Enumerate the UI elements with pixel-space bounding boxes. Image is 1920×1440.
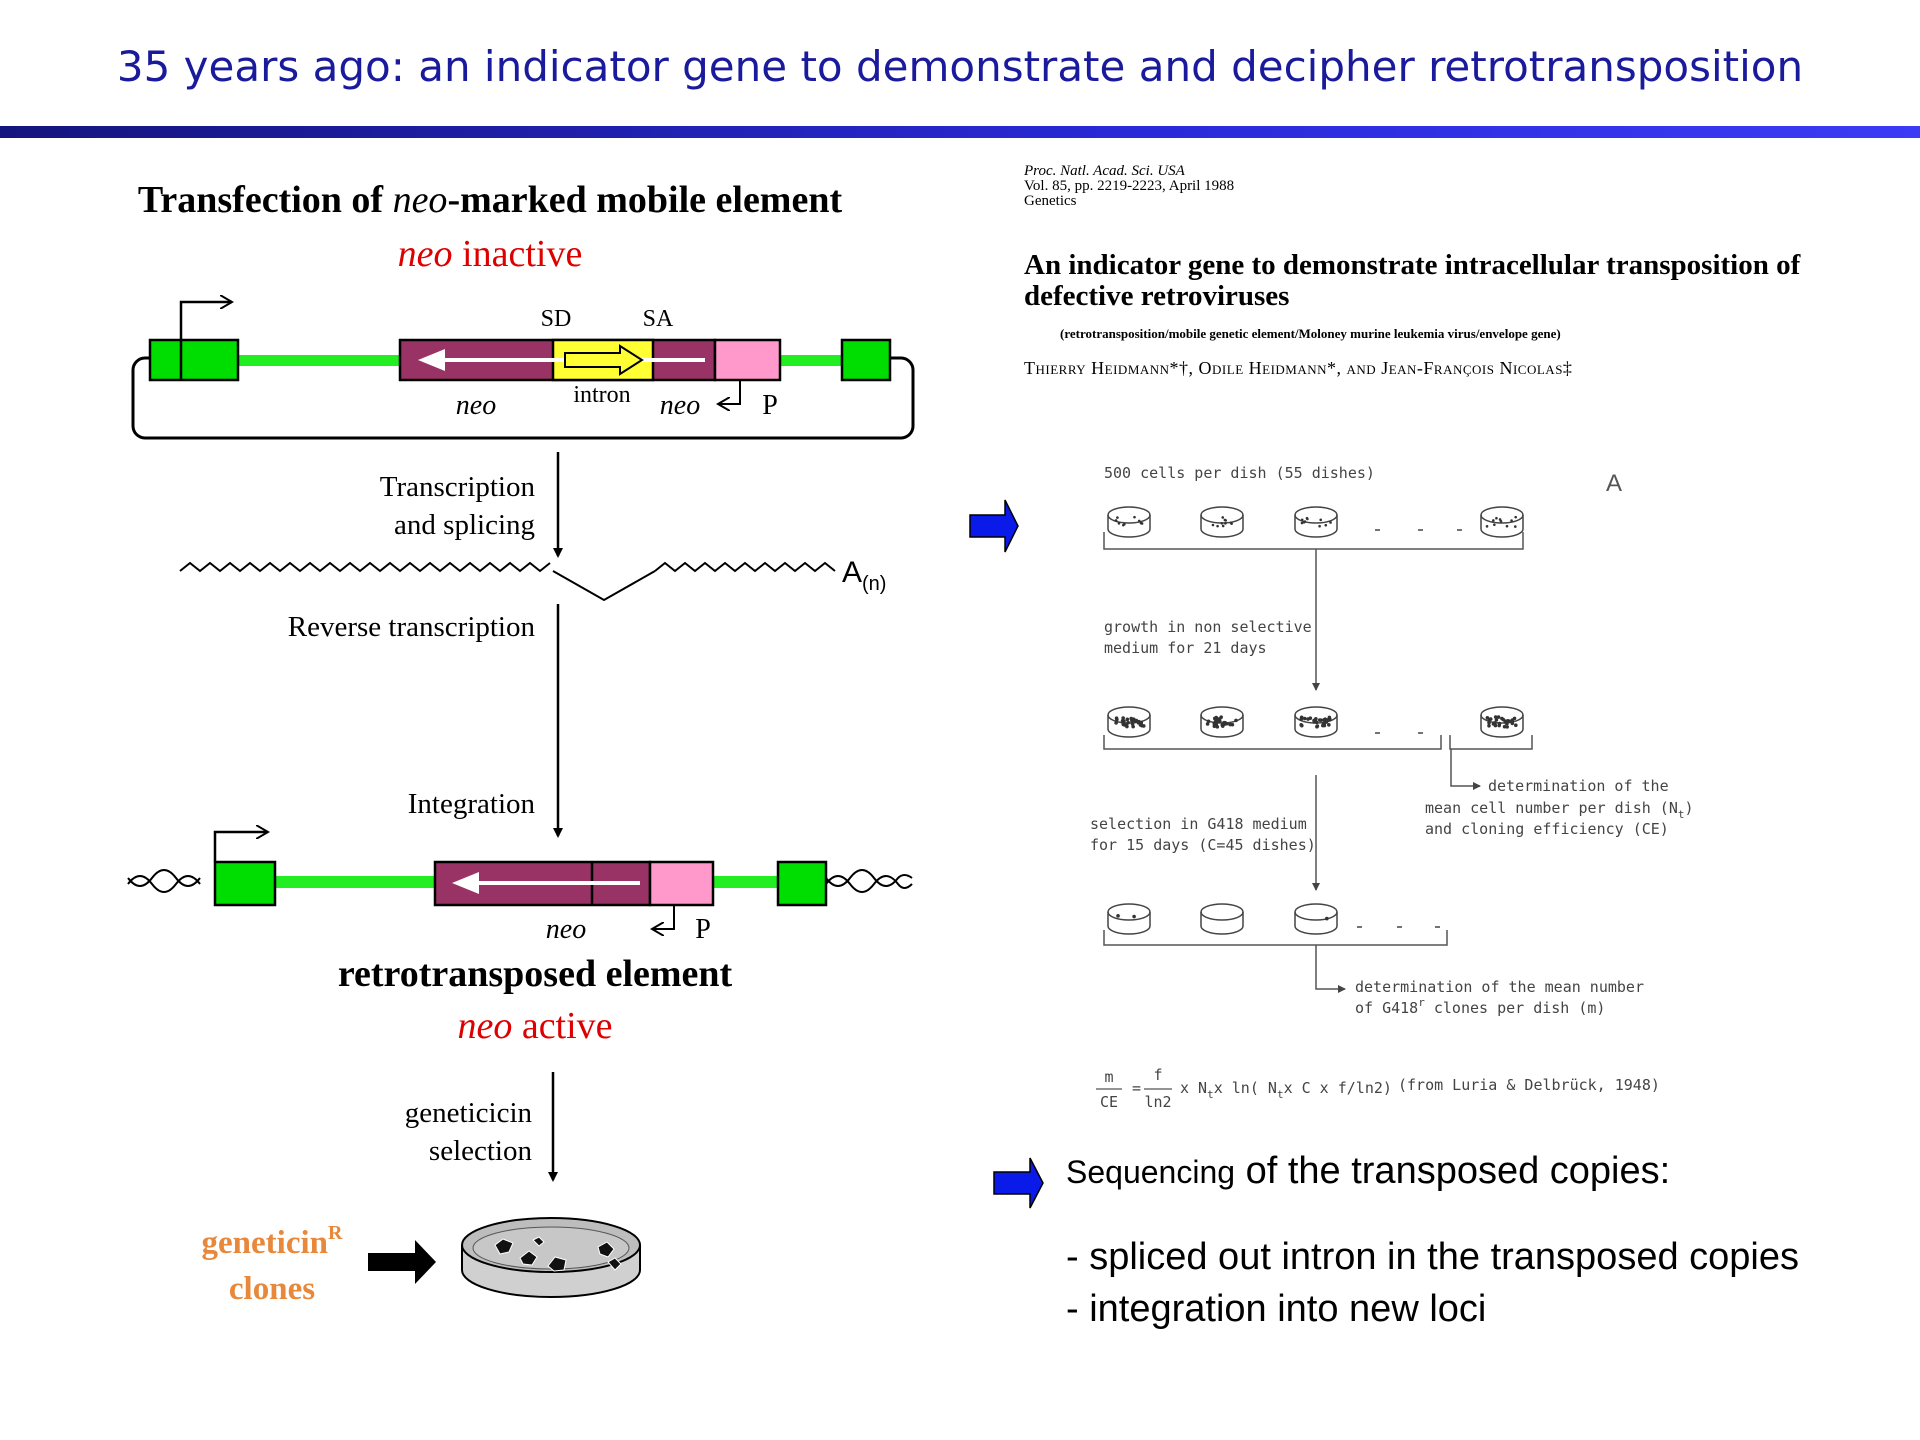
petri-dish-icon xyxy=(1480,506,1524,538)
petri-dish-icon xyxy=(1294,506,1338,538)
neo-label-integrated: neo xyxy=(546,914,586,945)
dish-row-selected xyxy=(1107,903,1440,935)
ltr-box-right-integrated xyxy=(776,860,828,907)
plasmid-construct xyxy=(131,302,915,440)
formula-ce: CE xyxy=(1100,1093,1118,1111)
ltr-box-left-integrated xyxy=(213,860,277,907)
paper-journal: Proc. Natl. Acad. Sci. USA xyxy=(1024,163,1185,179)
sequencing-pointer-arrow-icon xyxy=(993,1157,1044,1209)
growth-label-1: growth in non selective xyxy=(1104,618,1312,636)
integration-label: Integration xyxy=(408,788,536,820)
paper-volume: Vol. 85, pp. 2219-2223, April 1988 xyxy=(1024,178,1235,194)
figure-pointer-arrow-icon xyxy=(969,499,1019,553)
paper-citation: Proc. Natl. Acad. Sci. USA Vol. 85, pp. … xyxy=(1024,164,1234,209)
clones-label: geneticinR xyxy=(202,1222,343,1261)
dish-row-initial xyxy=(1107,506,1524,538)
petri-dish-icon xyxy=(1480,706,1524,738)
paper-section: Genetics xyxy=(1024,193,1077,209)
transcription-label-1: Transcription xyxy=(380,471,536,503)
dish-row-grown xyxy=(1107,706,1524,738)
mean-number-label-1: determination of the mean number xyxy=(1355,978,1644,996)
selection-g418-label-1: selection in G418 medium xyxy=(1090,815,1307,833)
promoter-box-integrated xyxy=(648,860,715,907)
paper-title: An indicator gene to demonstrate intrace… xyxy=(1024,249,1801,312)
selection-g418-label-2: for 15 days (C=45 dishes) xyxy=(1090,836,1316,854)
neo-direction-arrow-integrated-icon xyxy=(452,872,479,894)
transcription-label-2: and splicing xyxy=(394,509,535,541)
p-promoter-arrow-integrated-icon xyxy=(652,905,675,929)
petri-dish-icon xyxy=(1200,506,1244,538)
formula-rest: x Ntx ln( Ntx C x f/ln2) xyxy=(1180,1079,1392,1101)
petri-dish-icon xyxy=(1107,506,1151,538)
neo-label-left: neo xyxy=(456,390,496,421)
growth-label-2: medium for 21 days xyxy=(1104,639,1267,657)
paper-authors: Thierry Heidmann*†, Odile Heidmann*, and… xyxy=(1024,358,1573,378)
ltr-box-left xyxy=(148,338,240,382)
retrotransposed-heading: retrotransposed element xyxy=(338,953,733,995)
slide-title: 35 years ago: an indicator gene to demon… xyxy=(116,42,1804,91)
formula-f: f xyxy=(1153,1066,1162,1084)
formula-equals: = xyxy=(1132,1079,1141,1097)
p-promoter-arrow-icon xyxy=(718,380,741,404)
petri-dish-icon xyxy=(1200,903,1244,935)
sd-label: SD xyxy=(541,306,572,332)
neo-inactive-label: neo inactive xyxy=(398,233,583,275)
p-label-integrated: P xyxy=(695,914,711,945)
formula-ln2: ln2 xyxy=(1144,1093,1171,1111)
paper-keywords: (retrotransposition/mobile genetic eleme… xyxy=(1060,326,1561,341)
ltr-box-right xyxy=(840,338,892,382)
clones-arrow-icon xyxy=(368,1240,436,1284)
sequencing-findings: Sequencing of the transposed copies: - s… xyxy=(1066,1150,1799,1335)
petri-dish-icon xyxy=(1294,706,1338,738)
spliced-rna xyxy=(179,561,836,602)
integrated-element xyxy=(127,832,913,929)
intron-arrow-icon xyxy=(564,344,644,376)
selection-label-2: selection xyxy=(429,1135,533,1167)
petri-dish-icon xyxy=(1294,903,1338,935)
polya-label: A(n) xyxy=(842,556,886,595)
sa-label: SA xyxy=(643,306,674,332)
formula-reference: (from Luria & Delbrück, 1948) xyxy=(1398,1076,1660,1094)
reverse-transcription-label: Reverse transcription xyxy=(288,611,536,643)
formula-m: m xyxy=(1104,1068,1113,1086)
genomic-dna-left xyxy=(127,869,201,893)
promoter-arrow-integrated-icon xyxy=(213,832,268,862)
mean-number-label-2: of G418r clones per dish (m) xyxy=(1355,996,1605,1017)
petri-dish-clones xyxy=(461,1217,641,1298)
luria-delbruck-figure: A 500 cells per dish (55 dishes) growth … xyxy=(1090,464,1694,1111)
promoter-box xyxy=(713,338,782,382)
intron-label: intron xyxy=(573,382,630,408)
clones-label-2: clones xyxy=(229,1271,315,1307)
title-underline xyxy=(0,126,1920,138)
genomic-dna-right xyxy=(825,869,913,893)
neo-direction-arrow-icon xyxy=(418,349,445,371)
retrotransposition-diagram: Transfection of neo-marked mobile elemen… xyxy=(127,179,1694,1307)
determination-label-1: determination of the xyxy=(1488,777,1669,795)
sequencing-heading: Sequencing of the transposed copies: xyxy=(1066,1150,1671,1192)
cells-per-dish-label: 500 cells per dish (55 dishes) xyxy=(1104,464,1375,482)
petri-dish-icon xyxy=(1200,706,1244,738)
transfection-heading: Transfection of neo-marked mobile elemen… xyxy=(138,179,843,221)
finding-item: - spliced out intron in the transposed c… xyxy=(1066,1236,1799,1278)
determination-label-3: and cloning efficiency (CE) xyxy=(1425,820,1669,838)
neo-active-label: neo active xyxy=(457,1005,612,1047)
p-label-top: P xyxy=(762,390,778,421)
promoter-arrow-icon xyxy=(179,302,232,340)
determination-label-2: mean cell number per dish (Nt) xyxy=(1425,799,1694,821)
selection-label-1: geneticicin xyxy=(405,1097,533,1129)
petri-dish-icon xyxy=(1107,706,1151,738)
petri-dish-icon xyxy=(1107,903,1151,935)
neo-label-right: neo xyxy=(660,390,700,421)
finding-item: - integration into new loci xyxy=(1066,1288,1487,1330)
figure-panel-letter: A xyxy=(1606,470,1622,497)
